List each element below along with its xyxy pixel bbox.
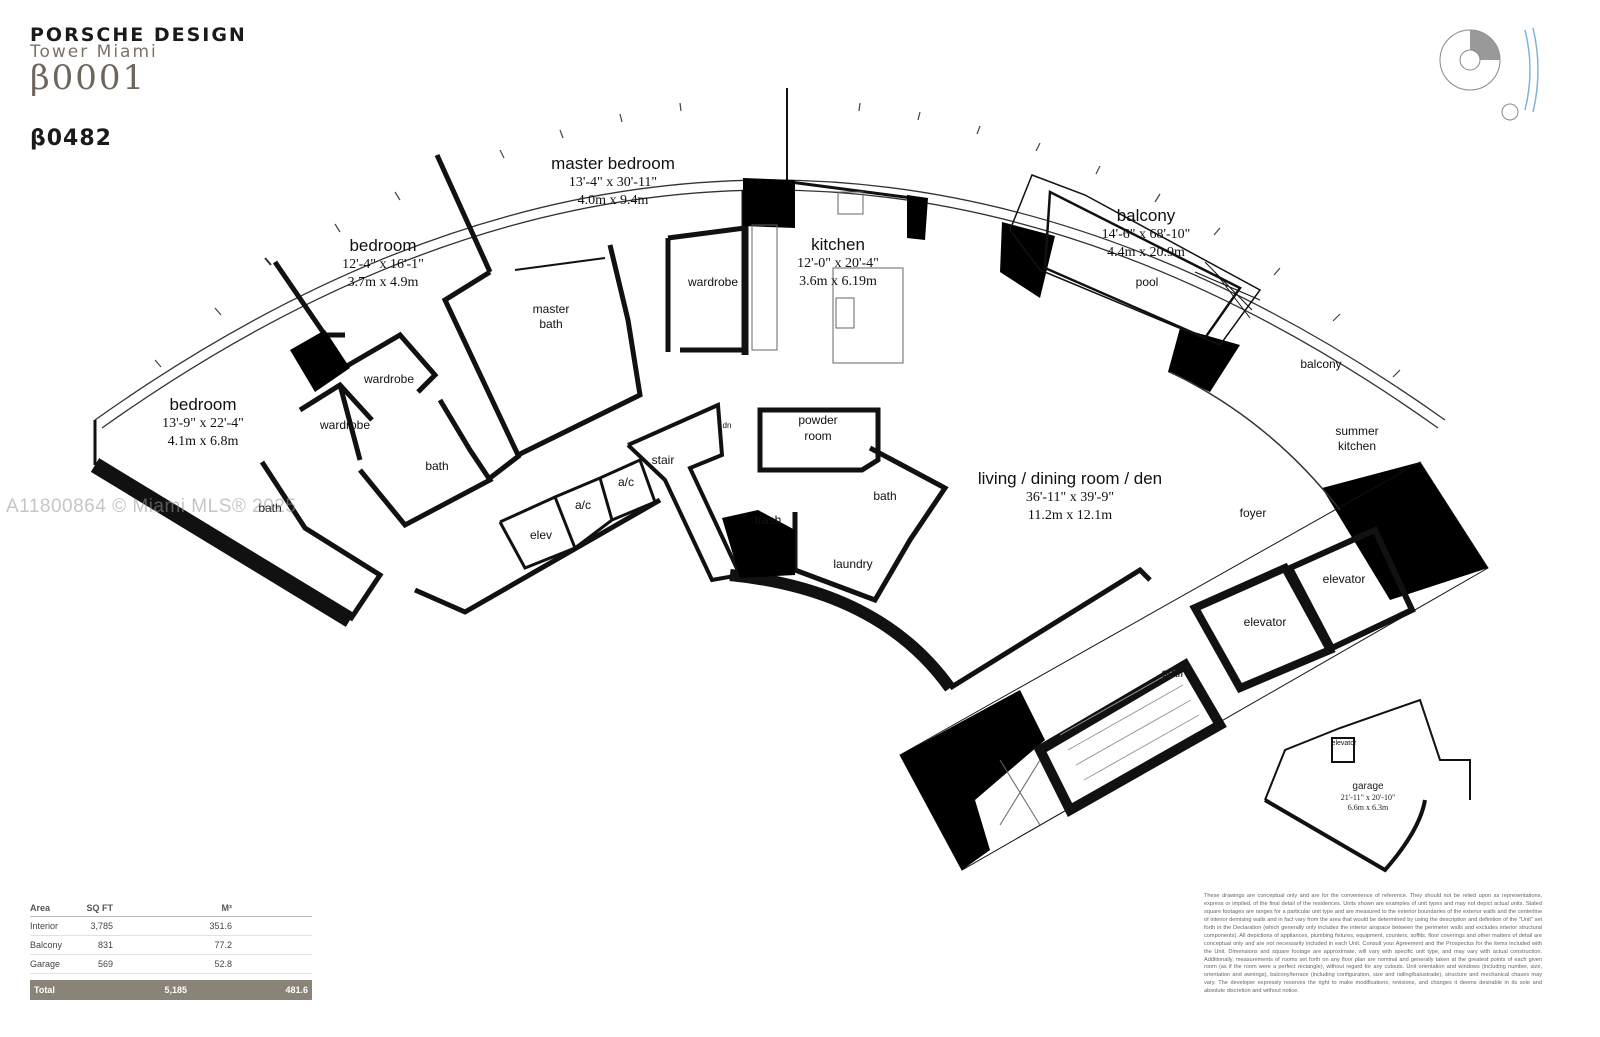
room-name: garage xyxy=(1352,781,1384,792)
room-dim-imperial: 14'-6" x 68'-10" xyxy=(1101,227,1191,243)
row-label: Interior xyxy=(30,916,68,936)
structural-columns xyxy=(290,178,1488,600)
key-map xyxy=(1439,27,1539,121)
room-dim-metric: 4.4m x 20.9m xyxy=(1107,244,1185,260)
label-wardrobe-2: wardrobe xyxy=(319,418,371,432)
mls-watermark: A11800864 © Miami MLS® 2025 xyxy=(6,496,297,517)
legal-disclaimer: These drawings are conceptual only and a… xyxy=(1204,893,1542,995)
label-elevator-1: elevator xyxy=(1322,572,1366,586)
room-dim-imperial: 13'-4" x 30'-11" xyxy=(568,175,658,191)
room-dim-metric: 4.1m x 6.8m xyxy=(167,433,239,449)
label-bath-1: bath xyxy=(425,459,449,473)
room-dim-metric: 3.6m x 6.19m xyxy=(799,273,877,289)
room-name: master bedroom xyxy=(551,154,675,173)
header-m2: M² xyxy=(191,900,312,917)
garage-plan xyxy=(1263,698,1471,873)
table-total-row: Total 5,185 481.6 xyxy=(30,980,312,1000)
total-label: Total xyxy=(30,980,68,1000)
row-sqft: 3,785 xyxy=(67,916,192,936)
room-dim-metric: 3.7m x 4.9m xyxy=(347,274,419,290)
brand-name: PORSCHE DESIGN xyxy=(30,24,247,46)
room-name: bedroom xyxy=(169,395,237,414)
row-m2: 351.6 xyxy=(191,916,312,936)
area-summary-table: Area SQ FT M² Interior 3,785 351.6 Balco… xyxy=(30,900,312,1000)
room-dim-imperial: 12'-0" x 20'-4" xyxy=(797,256,879,272)
label-elev: elev xyxy=(529,528,553,542)
room-dim-imperial: 21'-11" x 20'-10" xyxy=(1340,793,1396,802)
row-sqft: 569 xyxy=(67,954,192,974)
label-stair-1: stair xyxy=(651,453,675,467)
brand-tower: Tower Miami xyxy=(30,42,158,62)
label-ac-2: a/c xyxy=(574,498,592,512)
balcony-pool xyxy=(1009,174,1341,511)
room-kitchen: kitchen 12'-0" x 20'-4" 3.6m x 6.19m xyxy=(797,234,879,290)
row-sqft: 831 xyxy=(67,935,192,955)
label-pool: pool xyxy=(1135,275,1159,289)
label-summer-kitchen-1: summer xyxy=(1335,424,1379,438)
label-elevator-2: elevator xyxy=(1243,615,1287,629)
label-laundry: laundry xyxy=(833,557,873,571)
label-summer-kitchen-2: kitchen xyxy=(1337,439,1377,453)
kitchen-fixtures xyxy=(751,191,904,364)
brand-logo-text: β0001 xyxy=(30,58,147,98)
row-label: Balcony xyxy=(30,935,68,955)
unit-number: β0482 xyxy=(30,126,112,151)
room-bedroom-1: bedroom 12'-4" x 16'-1" 3.7m x 4.9m xyxy=(342,235,424,291)
room-balcony-pool: balcony 14'-6" x 68'-10" 4.4m x 20.9m xyxy=(1102,205,1191,261)
room-dim-imperial: 13'-9" x 22'-4" xyxy=(162,416,244,432)
elevator-core xyxy=(899,461,1489,871)
table-header-row: Area SQ FT M² xyxy=(30,900,312,917)
header-area: Area xyxy=(30,900,68,917)
row-label: Garage xyxy=(30,954,68,974)
label-bath-2: bath xyxy=(258,501,282,515)
header-sqft: SQ FT xyxy=(67,900,192,917)
interior-walls xyxy=(90,88,1152,692)
label-wardrobe-kitchen: wardrobe xyxy=(687,275,739,289)
row-m2: 77.2 xyxy=(191,935,312,955)
total-sqft: 5,185 xyxy=(67,980,192,1000)
total-m2: 481.6 xyxy=(191,980,312,1000)
room-living-dining-den: living / dining room / den 36'-11" x 39'… xyxy=(978,468,1162,524)
room-dim-metric: 6.6m x 6.3m xyxy=(1347,803,1389,813)
room-name: bedroom xyxy=(349,236,417,255)
label-dn: dn xyxy=(722,421,732,430)
label-trash: trash xyxy=(754,513,782,527)
label-foyer: foyer xyxy=(1239,506,1267,520)
table-row: Interior 3,785 351.6 xyxy=(30,916,312,936)
label-powder-room-1: powder xyxy=(798,413,838,427)
row-m2: 52.8 xyxy=(191,954,312,974)
room-garage: garage 21'-11" x 20'-10" 6.6m x 6.3m xyxy=(1341,780,1395,814)
label-ac-1: a/c xyxy=(617,475,635,489)
room-name: kitchen xyxy=(811,235,865,254)
label-stair-2: stair xyxy=(1161,666,1185,680)
room-dim-imperial: 36'-11" x 39'-9" xyxy=(1025,490,1115,506)
room-dim-metric: 11.2m x 12.1m xyxy=(1027,507,1113,523)
label-balcony: balcony xyxy=(1300,357,1342,371)
label-garage-elevator: elevator xyxy=(1331,740,1357,747)
label-powder-room-2: room xyxy=(804,429,832,443)
label-master-bath-2: bath xyxy=(539,317,563,331)
table-row: Garage 569 52.8 xyxy=(30,954,312,974)
label-bath-3: bath xyxy=(873,489,897,503)
table-row: Balcony 831 77.2 xyxy=(30,935,312,955)
label-master-bath-1: master xyxy=(532,302,570,316)
room-dim-metric: 4.0m x 9.4m xyxy=(577,192,649,208)
label-wardrobe-1: wardrobe xyxy=(363,372,415,386)
room-name: balcony xyxy=(1116,206,1176,225)
room-master-bedroom: master bedroom 13'-4" x 30'-11" 4.0m x 9… xyxy=(551,153,675,209)
room-dim-imperial: 12'-4" x 16'-1" xyxy=(342,257,424,273)
room-bedroom-2: bedroom 13'-9" x 22'-4" 4.1m x 6.8m xyxy=(162,394,244,450)
facade-mullions xyxy=(154,102,1401,378)
room-name: living / dining room / den xyxy=(977,469,1163,488)
